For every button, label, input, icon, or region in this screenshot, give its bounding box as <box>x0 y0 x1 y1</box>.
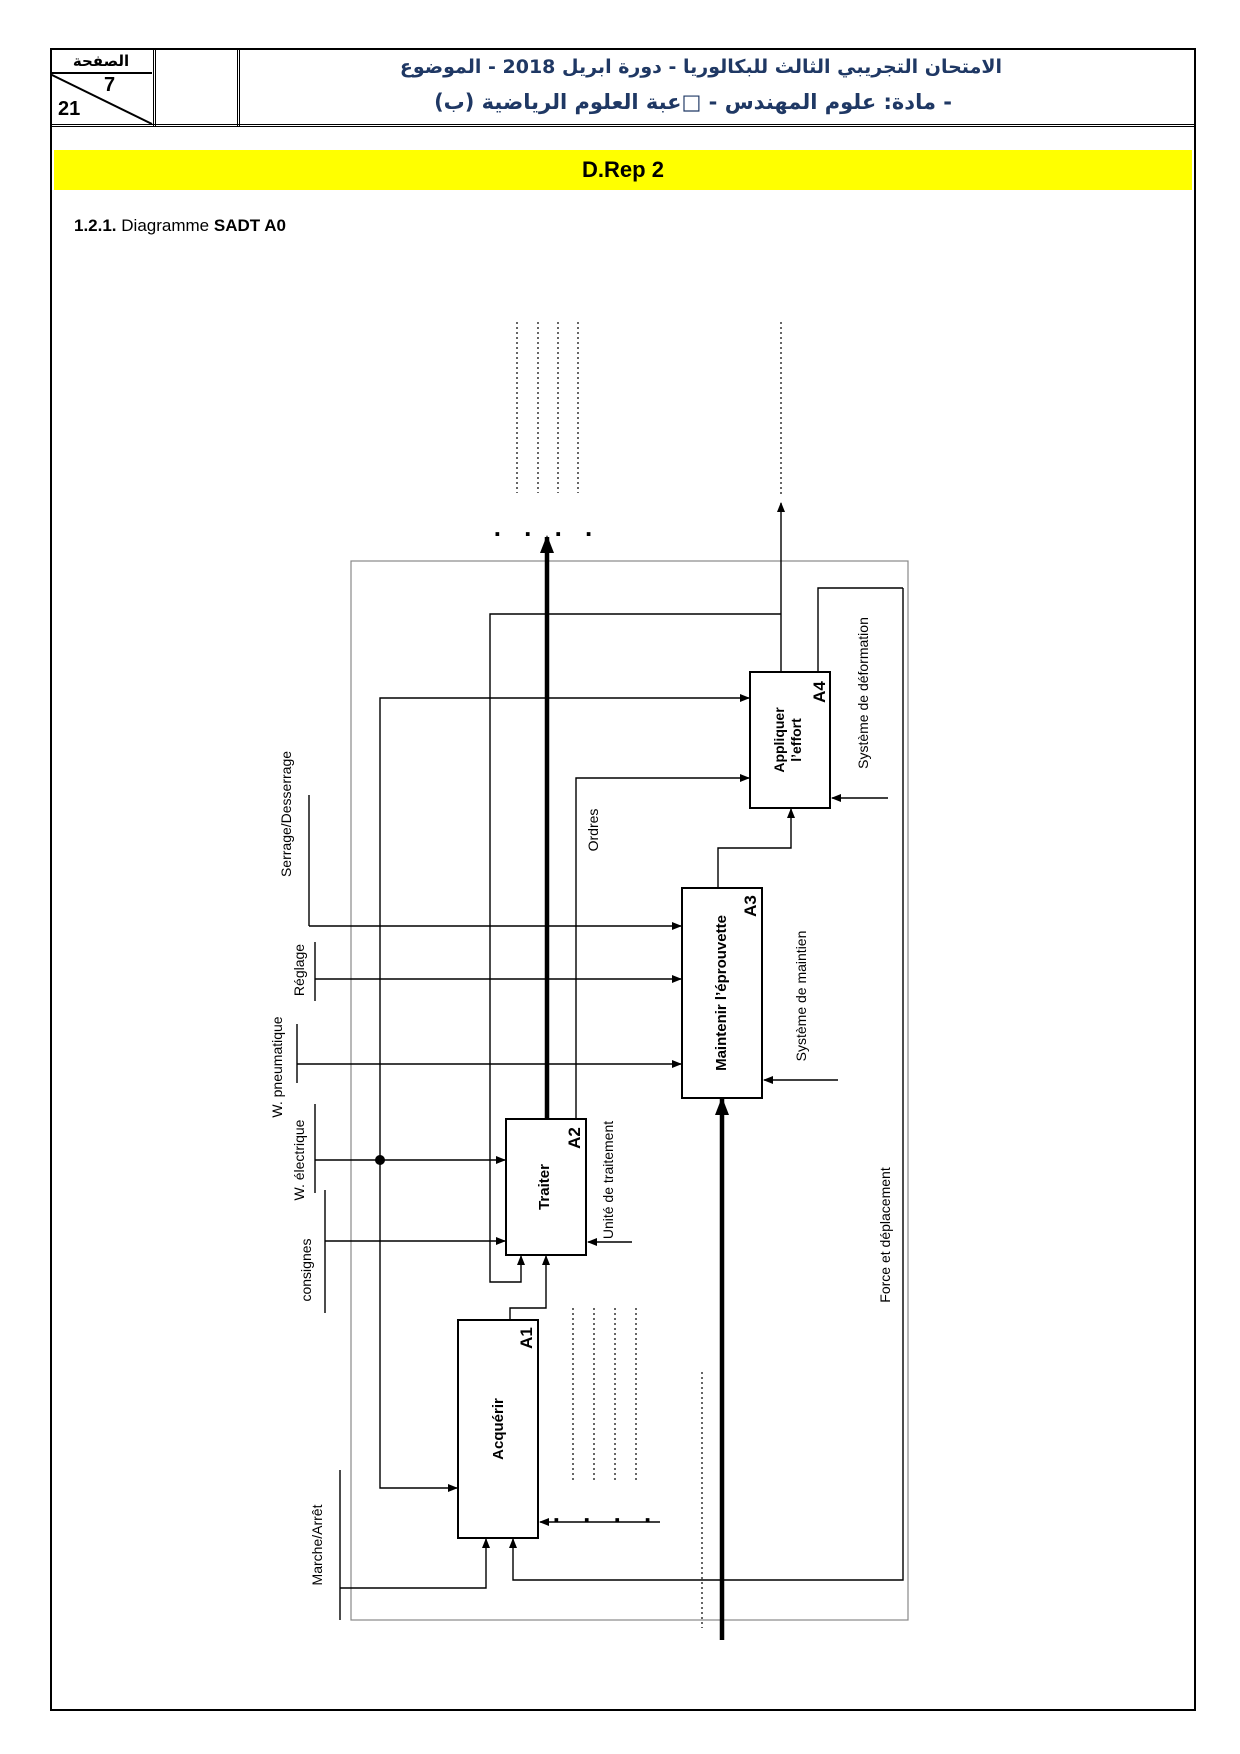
page-header: الصفحة 7 21 الامتحان التجريبي الثالث للب… <box>50 48 1196 126</box>
box-a3: Maintenir l’éprouvette A3 <box>681 887 763 1099</box>
box-a1-label: Acquérir <box>490 1398 507 1460</box>
box-a2-label: Traiter <box>536 1164 553 1210</box>
section-banner: D.Rep 2 <box>54 150 1192 190</box>
section-heading: 1.2.1. Diagramme SADT A0 <box>74 216 286 236</box>
box-a4: Appliquer l’effort A4 <box>749 671 831 809</box>
label-w-pneumatique: W. pneumatique <box>269 1016 285 1117</box>
flow-lines <box>296 502 904 1620</box>
diagram-labels: Marche/Arrêt consignes W. électrique W. … <box>269 617 893 1585</box>
box-a4-label-2: l’effort <box>788 718 804 762</box>
page-total: 21 <box>58 98 81 120</box>
thick-flows <box>540 535 729 1640</box>
label-marche-arret: Marche/Arrêt <box>309 1504 325 1585</box>
label-systeme-deformation: Système de déformation <box>855 617 871 769</box>
section-text: Diagramme <box>116 216 214 235</box>
page-number: 7 <box>104 74 116 96</box>
subject-title: - مادة: علوم المهندس - □عبة العلوم الريا… <box>434 90 952 114</box>
box-a2-code: A2 <box>565 1127 584 1149</box>
label-reglage: Réglage <box>291 944 307 996</box>
box-a4-code: A4 <box>810 681 829 703</box>
context-frame <box>350 560 909 1621</box>
header-blank-cell <box>160 48 240 126</box>
label-consignes: consignes <box>298 1238 314 1301</box>
page-label: الصفحة <box>72 52 130 70</box>
label-serrage: Serrage/Desserrage <box>278 751 294 877</box>
section-number: 1.2.1. <box>74 216 117 235</box>
top-output-placeholders <box>516 322 782 1628</box>
label-w-electrique: W. électrique <box>291 1119 307 1200</box>
exam-title: الامتحان التجريبي الثالث للبكالوريا - دو… <box>399 56 1002 78</box>
box-a4-label-1: Appliquer <box>771 707 787 773</box>
box-a2: Traiter A2 <box>505 1118 587 1256</box>
label-force-deplacement: Force et déplacement <box>877 1167 893 1303</box>
label-unite-traitement: Unité de traitement <box>600 1121 616 1239</box>
box-a3-code: A3 <box>741 895 760 917</box>
page-number-diagonal <box>50 73 153 125</box>
label-systeme-maintien: Système de maintien <box>793 931 809 1062</box>
box-a3-label: Maintenir l’éprouvette <box>713 915 730 1071</box>
junction-dot <box>375 1155 385 1165</box>
box-a1: Acquérir A1 <box>457 1319 539 1539</box>
a1-mechanism-dots: . . . . <box>553 1498 660 1528</box>
label-ordres: Ordres <box>585 809 601 852</box>
page-number-cell: الصفحة 7 21 <box>50 48 156 126</box>
box-a1-code: A1 <box>517 1327 536 1349</box>
page-frame <box>50 48 1196 1711</box>
header-title-cell: الامتحان التجريبي الثالث للبكالوريا - دو… <box>246 50 1192 124</box>
section-text-bold: SADT A0 <box>213 216 286 235</box>
